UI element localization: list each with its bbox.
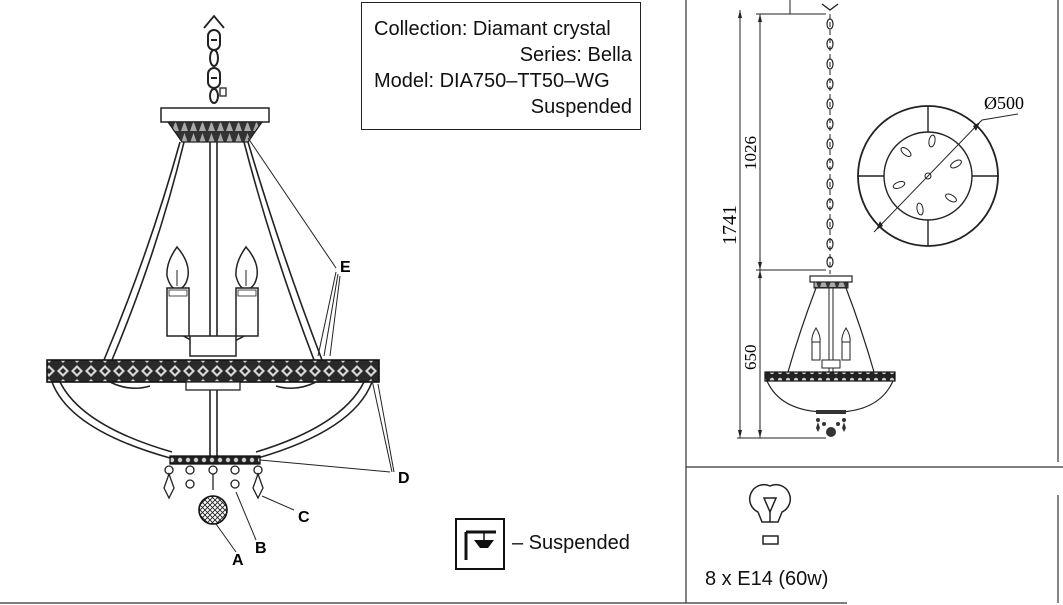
crystal-drops — [163, 465, 264, 500]
central-hub — [189, 335, 237, 357]
mount-type-text: Suspended — [530, 96, 632, 118]
crystal-band-ring — [46, 359, 380, 383]
canopy-crystal-band — [166, 121, 264, 143]
product-info-box: Collection: Diamant crystal Series: Bell… — [361, 2, 641, 130]
dimension-chain-length: 1026 — [741, 136, 760, 170]
series-text: Series: Bella — [519, 44, 632, 66]
dimension-total-height: 1741 — [719, 205, 741, 245]
callout-c: C — [298, 509, 310, 526]
suspension-chain — [203, 14, 225, 104]
callout-leaders — [215, 137, 395, 553]
light-bulb-icon — [748, 483, 792, 545]
callout-b: B — [255, 540, 267, 557]
lamp-spec-label: 8 x E14 (60w) — [705, 568, 829, 590]
canopy-cap — [160, 107, 270, 123]
dimensioned-side-view: 1741 1026 650 — [719, 0, 1024, 439]
right-candle — [235, 245, 259, 337]
callout-d: D — [398, 470, 410, 487]
dimension-body-height: 650 — [741, 345, 760, 371]
callout-e: E — [340, 259, 351, 276]
bottom-crystal-plate — [169, 455, 261, 465]
collection-text: Collection: Diamant crystal — [374, 18, 611, 40]
lower-bowl — [51, 381, 373, 459]
left-candle — [166, 245, 190, 337]
upper-frame — [103, 141, 323, 361]
top-view-plan — [857, 105, 1019, 247]
side-crystal-band — [764, 371, 896, 382]
suspended-mount-icon — [455, 518, 505, 570]
crystal-ball — [198, 495, 228, 525]
callout-a: A — [232, 552, 244, 569]
chain-clip — [219, 87, 227, 97]
model-text: Model: DIA750–TT50–WG — [374, 70, 610, 92]
chandelier-front-view: E D C B A — [46, 14, 410, 569]
dimension-diameter: Ø500 — [984, 93, 1024, 113]
suspended-legend-label: – Suspended — [512, 532, 630, 554]
side-chain-links — [826, 18, 834, 268]
top-view-bulbs — [892, 134, 962, 216]
